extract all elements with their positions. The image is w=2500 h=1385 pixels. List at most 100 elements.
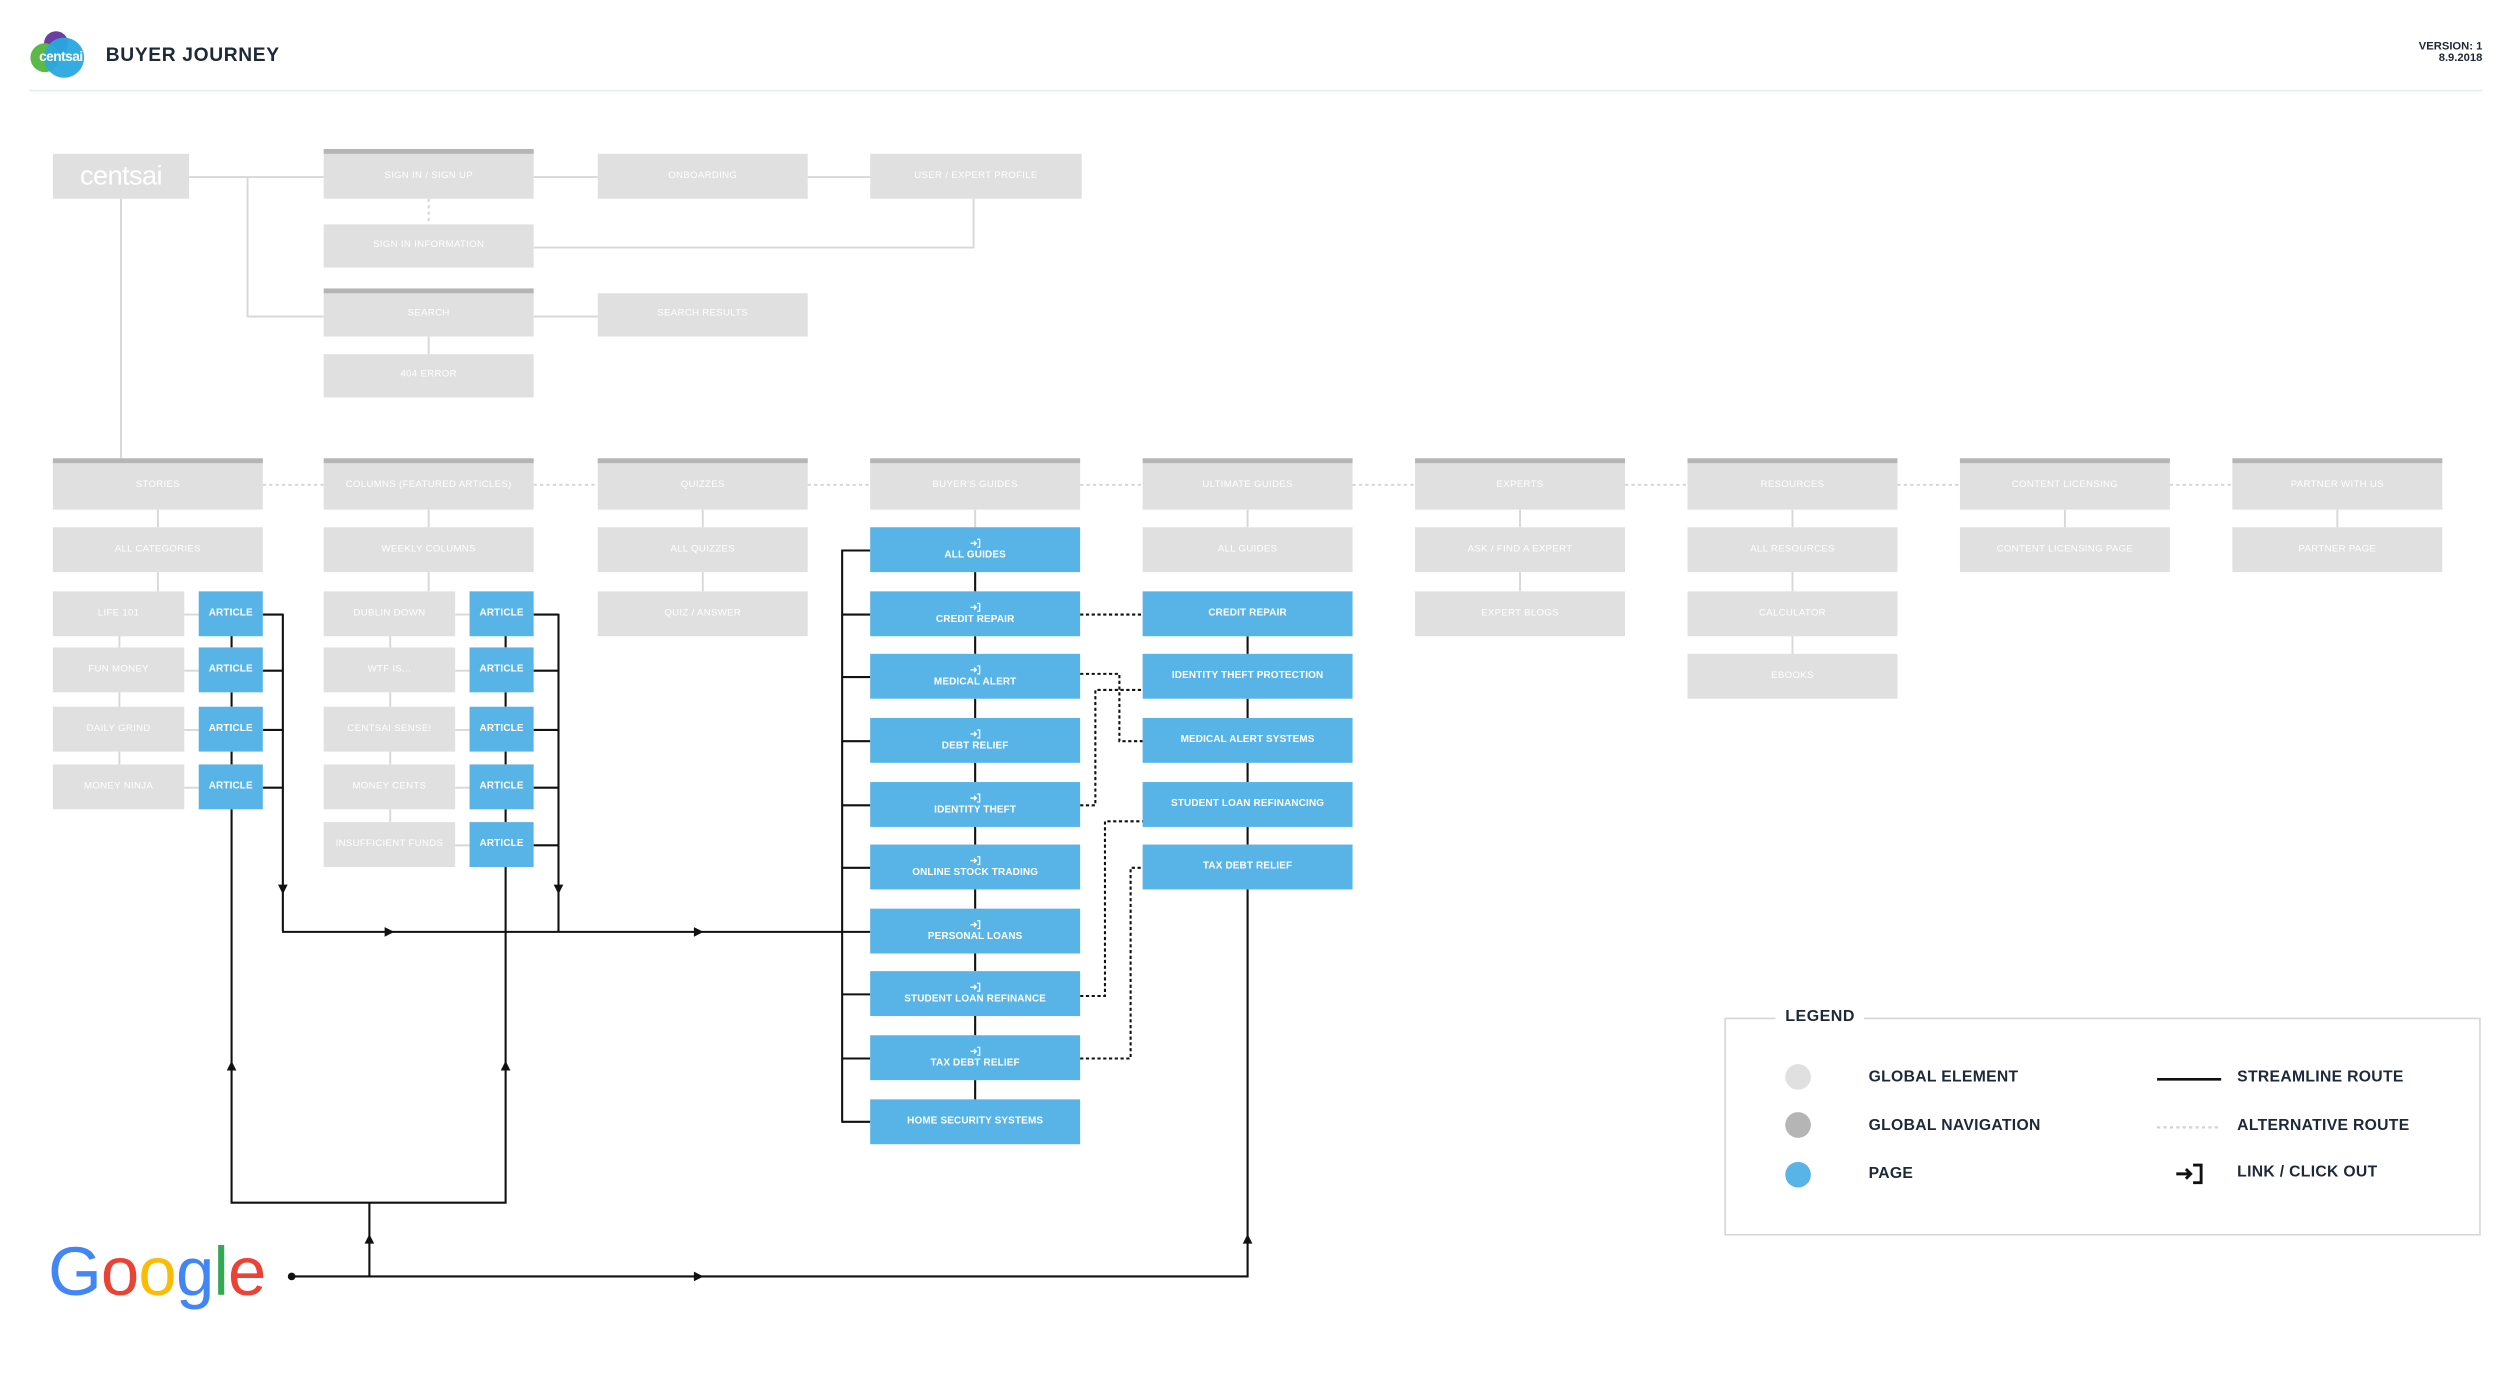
page-label: STUDENT LOAN REFINANCE xyxy=(904,992,1047,1005)
legend-page-label: PAGE xyxy=(1868,1165,1914,1183)
page-title: BUYER JOURNEY xyxy=(105,43,280,66)
node-calculator: CALCULATOR xyxy=(1687,591,1898,637)
node-404-error: 404 ERROR xyxy=(323,354,534,398)
page-buyers-guide: HOME SECURITY SYSTEMS xyxy=(870,1099,1081,1145)
node-all-quizzes: ALL QUIZZES xyxy=(597,527,808,573)
link-click-out-icon xyxy=(970,919,981,929)
logo-text: centsai xyxy=(39,48,83,65)
node-user-expert-profile: USER / EXPERT PROFILE xyxy=(870,153,1082,199)
legend-global-element-label: GLOBAL ELEMENT xyxy=(1868,1068,2019,1087)
medical-alert-alternative-route xyxy=(1080,672,1143,743)
arrow-right-icon xyxy=(384,927,395,937)
page-label: ALL GUIDES xyxy=(944,549,1006,561)
node-column: CENTSAI SENSE! xyxy=(323,706,456,752)
page-label: TAX DEBT RELIEF xyxy=(930,1057,1020,1069)
brand-label: centsai xyxy=(80,159,162,191)
arrow-right-icon xyxy=(693,927,704,937)
legend-alternative-route-label: ALTERNATIVE ROUTE xyxy=(2237,1116,2410,1135)
node-ask-find-expert: ASK / FIND A EXPERT xyxy=(1415,527,1625,573)
link-click-out-icon xyxy=(2176,1163,2203,1185)
nav-partner-with-us: PARTNER WITH US xyxy=(2232,458,2443,510)
google-logo-letter: e xyxy=(228,1233,266,1311)
nav-hierarchy-connectors xyxy=(118,509,2339,847)
page-article: ARTICLE xyxy=(198,591,263,637)
student-loan-alternative-route xyxy=(1080,820,1143,998)
node-search-results: SEARCH RESULTS xyxy=(597,293,808,337)
page-label: DEBT RELIEF xyxy=(941,739,1009,751)
node-onboarding: ONBOARDING xyxy=(597,153,808,199)
page-ultimate-guide: MEDICAL ALERT SYSTEMS xyxy=(1142,717,1353,763)
link-click-out-icon xyxy=(970,855,981,865)
nav-stories: STORIES xyxy=(52,458,263,510)
node-centsai-home: centsai xyxy=(52,153,190,199)
nav-ultimate-guides: ULTIMATE GUIDES xyxy=(1142,458,1353,510)
arrow-up-icon xyxy=(1242,1233,1253,1244)
page-label: CREDIT REPAIR xyxy=(935,613,1015,625)
google-logo-letter: o xyxy=(100,1233,139,1311)
link-click-out-icon xyxy=(970,1046,981,1056)
node-content-licensing-page: CONTENT LICENSING PAGE xyxy=(1959,527,2170,573)
logo-mark-icon xyxy=(30,31,85,78)
page-label: ONLINE STOCK TRADING xyxy=(912,866,1039,878)
node-search: SEARCH xyxy=(323,288,534,337)
tax-debt-alternative-route xyxy=(1080,866,1143,1060)
arrow-up-icon xyxy=(364,1233,375,1244)
node-story-category: MONEY NINJA xyxy=(52,764,185,810)
page-article: ARTICLE xyxy=(469,647,534,693)
page-label: PERSONAL LOANS xyxy=(927,930,1023,942)
page-buyers-all-guides: ALL GUIDES xyxy=(870,527,1081,573)
page-buyers-guide: PERSONAL LOANS xyxy=(870,908,1081,954)
page-ultimate-guide: IDENTITY THEFT PROTECTION xyxy=(1142,653,1353,699)
node-partner-page: PARTNER PAGE xyxy=(2232,527,2443,573)
columns-streamline-route xyxy=(504,613,560,932)
page-article: ARTICLE xyxy=(198,647,263,693)
page-buyers-guide: CREDIT REPAIR xyxy=(870,591,1081,637)
entry-point-dot xyxy=(287,1272,296,1281)
page-buyers-guide: IDENTITY THEFT xyxy=(870,782,1081,827)
google-logo-letter: G xyxy=(48,1233,102,1311)
nav-quizzes: QUIZZES xyxy=(597,458,808,510)
page-article: ARTICLE xyxy=(469,706,534,752)
node-column: INSUFFICIENT FUNDS xyxy=(323,822,456,867)
legend-title: LEGEND xyxy=(1775,1008,1865,1026)
legend-global-navigation-swatch xyxy=(1785,1112,1811,1138)
google-logo-letter: g xyxy=(175,1233,214,1311)
link-click-out-icon xyxy=(970,792,981,803)
link-click-out-icon xyxy=(970,538,981,548)
version-label: VERSION: 1 xyxy=(2418,41,2483,53)
link-click-out-icon xyxy=(970,981,981,992)
page-buyers-guide: DEBT RELIEF xyxy=(870,717,1081,763)
node-sign-in: SIGN IN / SIGN UP xyxy=(323,149,534,199)
node-column: WTF IS... xyxy=(323,647,456,693)
arrow-down-icon xyxy=(553,884,564,895)
page-ultimate-guide: CREDIT REPAIR xyxy=(1142,591,1353,637)
page-buyers-guide: TAX DEBT RELIEF xyxy=(870,1035,1081,1081)
node-quiz-answer: QUIZ / ANSWER xyxy=(597,591,808,637)
page-label: HOME SECURITY SYSTEMS xyxy=(907,1114,1044,1126)
nav-content-licensing: CONTENT LICENSING xyxy=(1959,458,2170,510)
link-click-out-icon xyxy=(970,664,981,674)
page-ultimate-guide: STUDENT LOAN REFINANCING xyxy=(1142,782,1353,827)
node-column: DUBLIN DOWN xyxy=(323,591,456,637)
centsai-logo xyxy=(29,30,90,78)
page-buyers-guide: MEDICAL ALERT xyxy=(870,653,1081,699)
node-story-category: LIFE 101 xyxy=(52,591,185,637)
page-article: ARTICLE xyxy=(469,764,534,810)
page-article: ARTICLE xyxy=(198,764,263,810)
legend-global-element-swatch xyxy=(1785,1064,1811,1090)
page-label: MEDICAL ALERT xyxy=(933,675,1017,687)
global-connectors xyxy=(120,176,975,459)
google-logo-letter: o xyxy=(138,1233,176,1311)
legend-streamline-route-label: STREAMLINE ROUTE xyxy=(2237,1068,2404,1087)
stories-streamline-route xyxy=(230,613,284,932)
page-ultimate-guide: TAX DEBT RELIEF xyxy=(1142,844,1353,890)
page-article: ARTICLE xyxy=(469,591,534,637)
link-click-out-icon xyxy=(970,728,981,738)
node-story-category: DAILY GRIND xyxy=(52,706,185,752)
node-sign-in-information: SIGN IN INFORMATION xyxy=(323,224,534,268)
page-article: ARTICLE xyxy=(198,706,263,752)
header-divider xyxy=(28,89,2483,92)
nav-columns: COLUMNS (FEATURED ARTICLES) xyxy=(323,458,534,510)
node-all-categories: ALL CATEGORIES xyxy=(52,527,263,573)
